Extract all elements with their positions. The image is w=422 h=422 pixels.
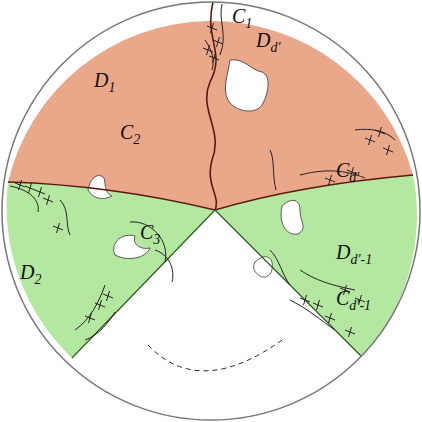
region-label: Cd′ — [336, 160, 359, 180]
subscript: 2 — [133, 132, 140, 147]
cross-mark — [300, 295, 310, 305]
curve — [10, 186, 70, 235]
cross-mark — [325, 175, 335, 185]
boundary — [207, 2, 217, 210]
green-region-left — [7, 182, 215, 358]
cross-mark — [43, 195, 53, 205]
boundary — [72, 210, 362, 358]
subscript: d′ — [270, 40, 280, 55]
symbol: C — [336, 287, 349, 309]
dashed-arc — [148, 338, 285, 371]
cross-mark — [213, 37, 223, 47]
symbol: C — [232, 5, 245, 27]
symbol: C — [120, 121, 133, 143]
subscript: 2 — [34, 272, 41, 287]
symbol: D — [94, 69, 108, 91]
region-label: C2 — [120, 122, 140, 142]
curve — [270, 129, 395, 190]
subscript: 1 — [108, 80, 115, 95]
hole — [281, 200, 303, 234]
cross-mark — [383, 145, 393, 155]
region-label: C3 — [140, 222, 160, 242]
cross-mark — [365, 135, 375, 145]
cross-mark — [209, 53, 219, 63]
cross-mark — [53, 223, 63, 233]
symbol: C — [336, 159, 349, 181]
curve — [130, 222, 173, 282]
subscript: d′-1 — [350, 252, 372, 267]
curve — [205, 4, 223, 70]
subscript: d′-1 — [349, 298, 371, 313]
region-label: D1 — [94, 70, 115, 90]
subscript: d′ — [349, 170, 359, 185]
cross-mark — [375, 127, 385, 137]
region-label: C1 — [232, 6, 252, 26]
curve — [75, 285, 115, 340]
region-label: Cd′-1 — [336, 288, 371, 308]
symbol: D — [20, 261, 34, 283]
hole — [225, 60, 268, 111]
region-label: Dd′-1 — [336, 242, 372, 262]
cross-mark — [207, 23, 217, 33]
symbol: D — [256, 29, 270, 51]
symbol: D — [336, 241, 350, 263]
subscript: 3 — [153, 232, 160, 247]
cross-mark — [35, 187, 45, 197]
cross-mark — [25, 183, 35, 193]
cross-mark — [85, 313, 95, 323]
region-label: D2 — [20, 262, 41, 282]
cross-mark — [325, 313, 335, 323]
subscript: 1 — [245, 16, 252, 31]
region-label: Dd′ — [256, 30, 281, 50]
hole — [254, 257, 273, 277]
symbol: C — [140, 221, 153, 243]
hole — [88, 176, 112, 199]
cross-mark — [95, 300, 105, 310]
cross-mark — [313, 300, 323, 310]
crossing-marks — [15, 23, 393, 337]
cross-mark — [15, 180, 25, 190]
cross-mark — [345, 327, 355, 337]
cross-mark — [203, 45, 213, 55]
cross-mark — [103, 291, 113, 301]
